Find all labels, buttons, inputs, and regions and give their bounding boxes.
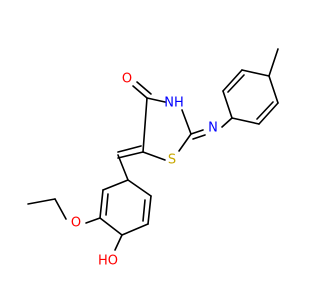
bond-c2-n-imine-double [192,134,206,140]
ring-sulfur-label: S [168,153,176,168]
bond-tol-4 [268,75,279,104]
bond-ph-4 [121,223,149,236]
bond-s1-c5 [142,151,166,161]
bond-tol-6 [231,117,260,125]
phenol-ring [99,179,152,236]
bond-tol-1 [222,90,233,119]
bond-tol-5 [258,102,279,125]
bond-c5-ch [117,151,144,159]
bond-ph-2 [99,189,104,219]
bond-ring-oh [114,234,123,251]
bond-n3-c2 [181,109,192,135]
hydroxyl-label: HO [98,254,118,269]
bond-c5-ch-double [117,145,142,153]
bond-ph-5 [147,195,152,225]
bond-ch-aryl [117,154,129,181]
imine-group [190,117,233,140]
bond-ph-5-inner [142,199,146,222]
bond-tol-2 [222,69,243,92]
bond-ph-6 [127,179,152,197]
bond-ch2-ch3 [27,198,56,205]
bond-c5-c4 [142,97,148,153]
structure-canvas: O NH N S O HO [27,48,279,269]
tolyl-ring [222,48,279,125]
benzylidene-linker [117,145,144,181]
bond-c2-s1 [178,133,192,152]
imine-nitrogen-label: N [208,121,218,136]
bond-c2-n-imine [190,129,204,135]
ethoxy-group [27,198,101,224]
bond-c4-o [132,85,148,99]
bond-methyl [268,48,279,77]
bond-tol-5-inner [256,101,274,120]
bond-ph-2-inner [105,193,109,216]
carbonyl-group [132,81,152,99]
carbonyl-oxygen-label: O [122,72,132,87]
ether-oxygen-label: O [71,216,81,231]
bond-ph-1 [102,179,129,191]
thiazolidinone-ring [142,97,192,161]
bond-c4-o-double [136,81,152,95]
bond-tol-2-inner [227,74,245,93]
bond-o-ch2 [54,198,67,220]
bond-ph-3 [99,217,123,236]
bond-ring-o-ether [85,217,101,224]
bond-n-aryl [221,117,233,128]
bond-c4-n3 [146,97,166,103]
bond-tol-3 [241,69,270,77]
molecule-structure: O NH N S O HO [27,48,279,269]
ring-nitrogen-label: NH [164,96,184,111]
